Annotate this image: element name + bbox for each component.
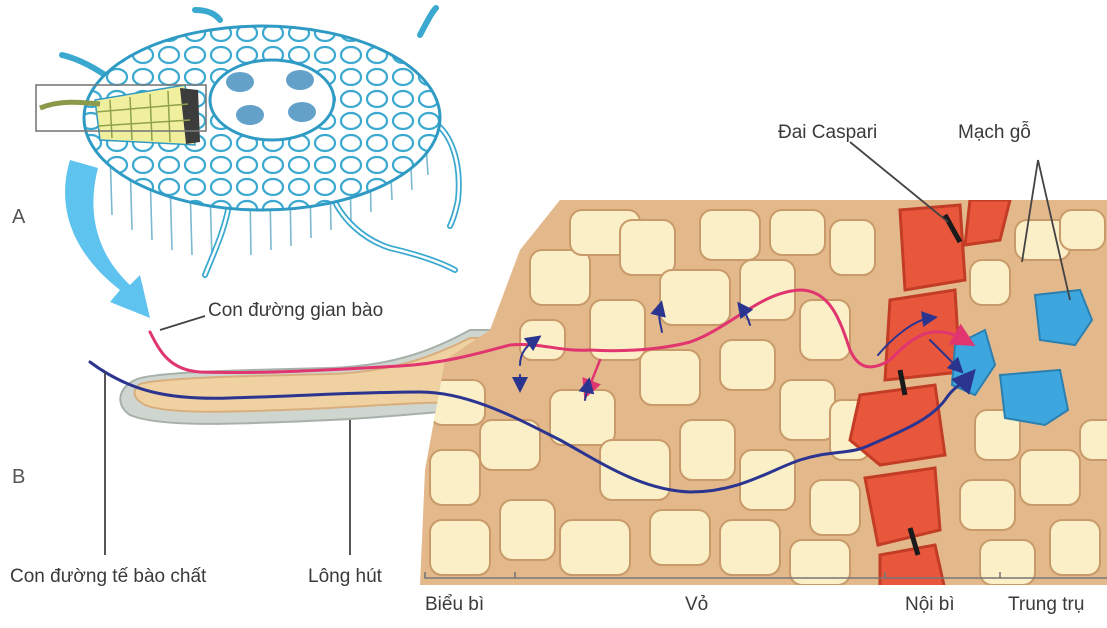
cortex-cell [600,440,670,500]
cortex-cell [640,350,700,405]
epidermis-label: Biểu bì [425,594,484,616]
cortex-cell [810,480,860,535]
cortex-cell [1080,420,1107,460]
cortex-cell [1050,520,1100,575]
cortex-cell [1020,450,1080,505]
cortex-cell [650,510,710,565]
cortex-cell [830,220,875,275]
symplast-label: Con đường tế bào chất [10,566,206,588]
cortex-cell [430,450,480,505]
casparian-strip-label: Đai Caspari [778,122,877,144]
stele-label: Trung trụ [1008,594,1084,616]
cortex-cell [680,420,735,480]
cortex-cell [620,220,675,275]
cortex-cell [530,250,590,305]
cortex-cell [780,380,835,440]
cortex-cell [720,520,780,575]
root-cross-section [36,8,459,275]
xylem-label: Mạch gỗ [958,122,1031,144]
cortex-cell [960,480,1015,530]
cortex-cell [1060,210,1105,250]
apoplast-label: Con đường gian bào [208,300,383,322]
panel-a-label: A [12,206,25,229]
endodermis-label: Nội bì [905,594,955,616]
cortex-cell [550,390,615,445]
cortex-cell [660,270,730,325]
cortex-cell [770,210,825,255]
cortex-cell [560,520,630,575]
cortex-cell [520,320,565,360]
cortex-cell [430,520,490,575]
panel-b-label: B [12,466,25,489]
cortex-label: Vỏ [685,594,708,616]
root-hair-label: Lông hút [308,566,382,588]
cortex-cell [700,210,760,260]
cortex-cell [500,500,555,560]
cortex-cell [480,420,540,470]
cortex-cell [720,340,775,390]
cortex-cell [970,260,1010,305]
root-tissue [400,190,1107,590]
